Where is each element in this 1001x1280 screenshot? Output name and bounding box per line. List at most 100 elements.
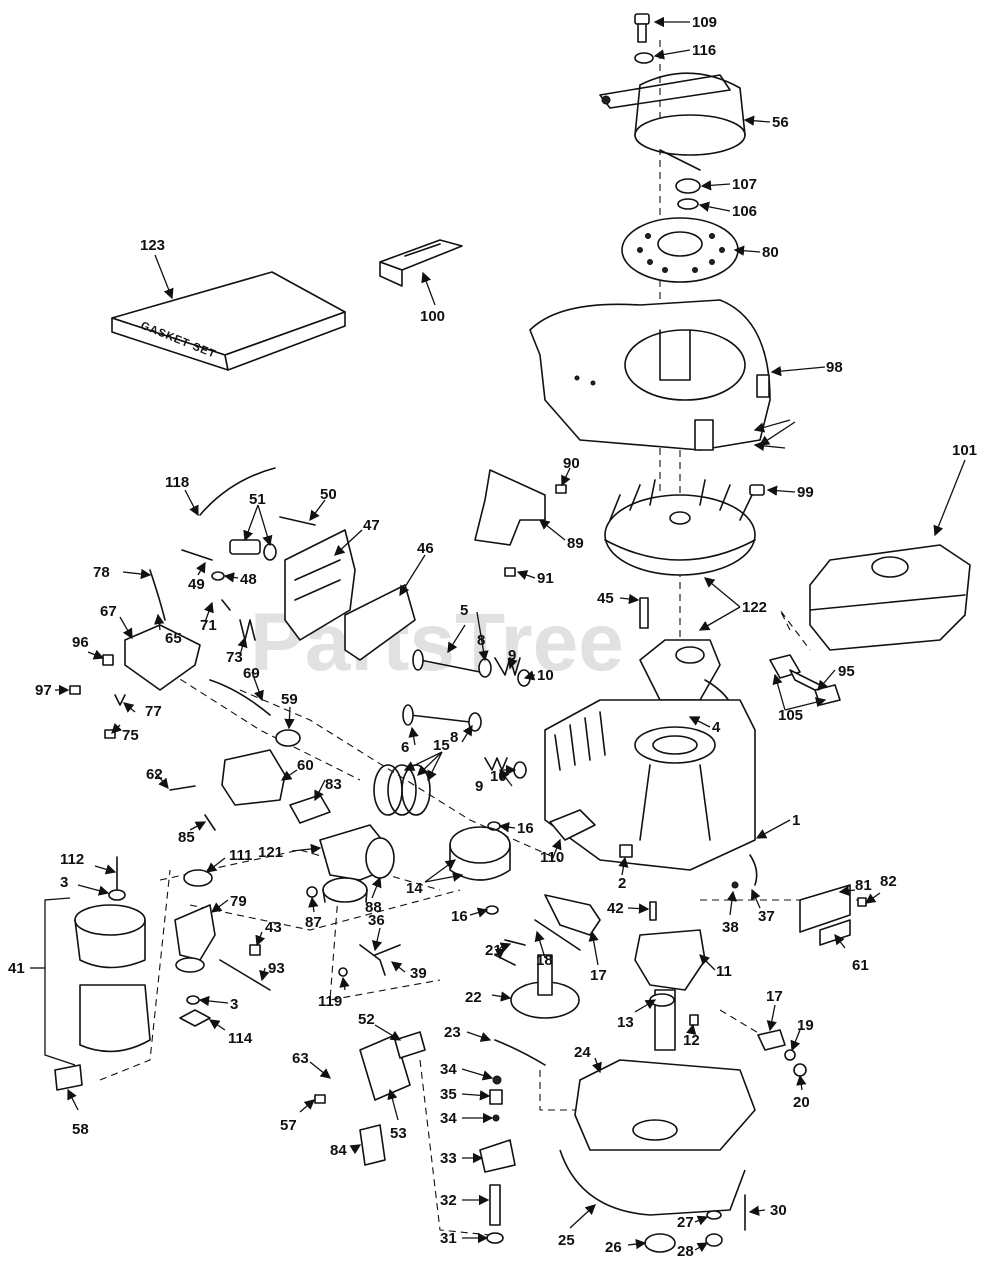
label-43: 43 [265, 919, 282, 936]
label-28: 28 [677, 1243, 694, 1260]
label-110: 110 [540, 849, 564, 866]
label-73: 73 [226, 649, 243, 666]
label-47: 47 [363, 517, 380, 534]
label-89: 89 [567, 535, 584, 552]
label-34a: 34 [440, 1061, 457, 1078]
label-2: 2 [618, 875, 626, 892]
label-111: 111 [229, 847, 252, 864]
label-49: 49 [188, 576, 205, 593]
label-79: 79 [230, 893, 247, 910]
part-87 [306, 886, 318, 898]
label-26: 26 [605, 1239, 622, 1256]
control-bracket [124, 624, 201, 691]
label-32: 32 [440, 1192, 457, 1209]
label-93: 93 [268, 960, 285, 977]
label-114: 114 [228, 1030, 253, 1047]
label-98: 98 [826, 359, 843, 376]
rotating-screen [621, 217, 739, 283]
label-95: 95 [838, 663, 855, 680]
label-16b: 16 [451, 908, 468, 925]
seal-26 [644, 1233, 676, 1253]
spark-plug [229, 539, 277, 561]
screw-85 [204, 814, 216, 831]
label-106: 106 [732, 203, 757, 220]
label-36: 36 [368, 912, 385, 929]
cylinder-head [284, 529, 356, 641]
label-19: 19 [797, 1017, 814, 1034]
label-88: 88 [365, 899, 382, 916]
connecting-rod [534, 894, 601, 951]
label-21: 21 [485, 942, 502, 959]
label-31: 31 [440, 1230, 457, 1247]
label-96: 96 [72, 634, 89, 651]
label-17a: 17 [590, 967, 607, 984]
label-9a: 9 [508, 647, 516, 664]
fuel-tank [809, 544, 971, 651]
label-80: 80 [762, 244, 779, 261]
flywheel [604, 479, 756, 576]
engine-block [544, 699, 756, 871]
label-122: 122 [742, 599, 767, 616]
label-87: 87 [305, 914, 322, 931]
label-123: 123 [140, 237, 165, 254]
gasket-59 [275, 729, 301, 747]
label-107: 107 [732, 176, 757, 193]
label-109: 109 [692, 14, 717, 31]
plate-assembly [314, 1031, 426, 1166]
label-34b: 34 [440, 1110, 457, 1127]
label-105: 105 [778, 707, 803, 724]
lock-19 [784, 1049, 796, 1061]
label-48: 48 [240, 571, 257, 588]
part-labels: 109 116 56 107 106 80 98 123 100 99 101 … [8, 14, 977, 1260]
label-23: 23 [444, 1024, 461, 1041]
governor-lever [338, 944, 401, 977]
label-45: 45 [597, 590, 614, 607]
label-35: 35 [440, 1086, 457, 1103]
label-62: 62 [146, 766, 163, 783]
identification-plate [799, 884, 867, 946]
label-116: 116 [692, 42, 716, 59]
screw-97 [69, 685, 81, 695]
carb-elbow-assembly [174, 869, 271, 1027]
leader-lines [30, 16, 966, 1253]
breather-tube [749, 854, 758, 886]
stop-wire [149, 569, 166, 621]
label-5: 5 [460, 602, 468, 619]
label-9b: 9 [475, 778, 483, 795]
washer-48 [211, 571, 225, 581]
bracket-part [379, 239, 463, 287]
label-78: 78 [93, 564, 110, 581]
label-25: 25 [558, 1232, 575, 1249]
spring-73 [239, 619, 256, 641]
spark-plug-wire [199, 467, 276, 516]
label-14: 14 [406, 880, 423, 897]
label-69: 69 [243, 665, 260, 682]
label-38: 38 [722, 919, 739, 936]
label-63: 63 [292, 1050, 309, 1067]
label-82: 82 [880, 873, 897, 890]
top-bolt [634, 13, 654, 64]
label-65: 65 [165, 630, 182, 647]
starter-nut [675, 178, 701, 210]
label-53: 53 [390, 1125, 407, 1142]
label-75: 75 [122, 727, 139, 744]
label-52: 52 [358, 1011, 375, 1028]
label-84: 84 [330, 1142, 347, 1159]
bolt-49 [181, 549, 213, 561]
fuel-hoses [769, 654, 841, 706]
label-8b: 8 [450, 729, 458, 746]
label-18: 18 [536, 952, 553, 969]
exhaust-gasket [549, 809, 596, 841]
label-61: 61 [852, 957, 869, 974]
label-51: 51 [249, 491, 266, 508]
label-24: 24 [574, 1044, 591, 1061]
key-12 [689, 1014, 699, 1026]
screw-75 [104, 729, 116, 739]
label-60: 60 [297, 757, 314, 774]
label-119: 119 [318, 993, 342, 1010]
governor-rod [494, 1039, 546, 1066]
label-58: 58 [72, 1121, 89, 1138]
pin-71 [221, 599, 231, 611]
valves [402, 649, 481, 726]
